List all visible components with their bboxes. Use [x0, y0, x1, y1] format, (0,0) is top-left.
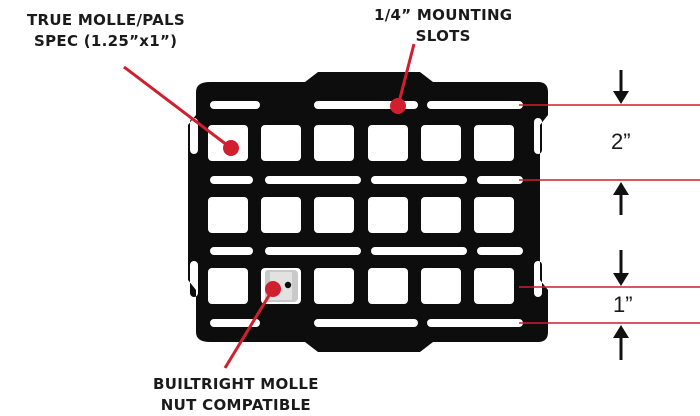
mounting-slots-line-1: 1/4” MOUNTING	[374, 6, 513, 24]
nut-compatible-line-2: NUT COMPATIBLE	[160, 396, 311, 414]
slots-leader	[396, 43, 416, 107]
nut-dot	[265, 281, 281, 297]
dimension-arrows	[613, 70, 629, 360]
molle-spec-dot	[223, 140, 239, 156]
molle-plate	[188, 72, 548, 352]
dimension-lines	[519, 104, 700, 324]
dimension-1-inch: 1”	[613, 292, 633, 317]
molle-spec-leader	[123, 65, 232, 150]
arrow-up-2in-icon	[613, 182, 629, 215]
callout-leaders	[123, 43, 416, 369]
mounting-slots-line-2: SLOTS	[415, 27, 471, 45]
molle-spec-label: TRUE MOLLE/PALS SPEC (1.25”x1”)	[27, 10, 185, 52]
arrow-down-1in-icon	[613, 250, 629, 286]
nut-leader	[223, 288, 275, 369]
mounting-slots-label: 1/4” MOUNTING SLOTS	[374, 5, 512, 47]
nut-compatible-label: BUILTRIGHT MOLLE NUT COMPATIBLE	[153, 374, 319, 416]
slots-dot	[390, 98, 406, 114]
molle-spec-line-2: SPEC (1.25”x1”)	[34, 32, 178, 50]
callout-dots	[223, 98, 406, 297]
molle-spec-line-1: TRUE MOLLE/PALS	[27, 11, 186, 29]
arrow-down-2in-icon	[613, 70, 629, 104]
arrow-up-1in-icon	[613, 325, 629, 360]
nut-compatible-line-1: BUILTRIGHT MOLLE	[153, 375, 319, 393]
dimension-2-inch: 2”	[611, 129, 631, 154]
